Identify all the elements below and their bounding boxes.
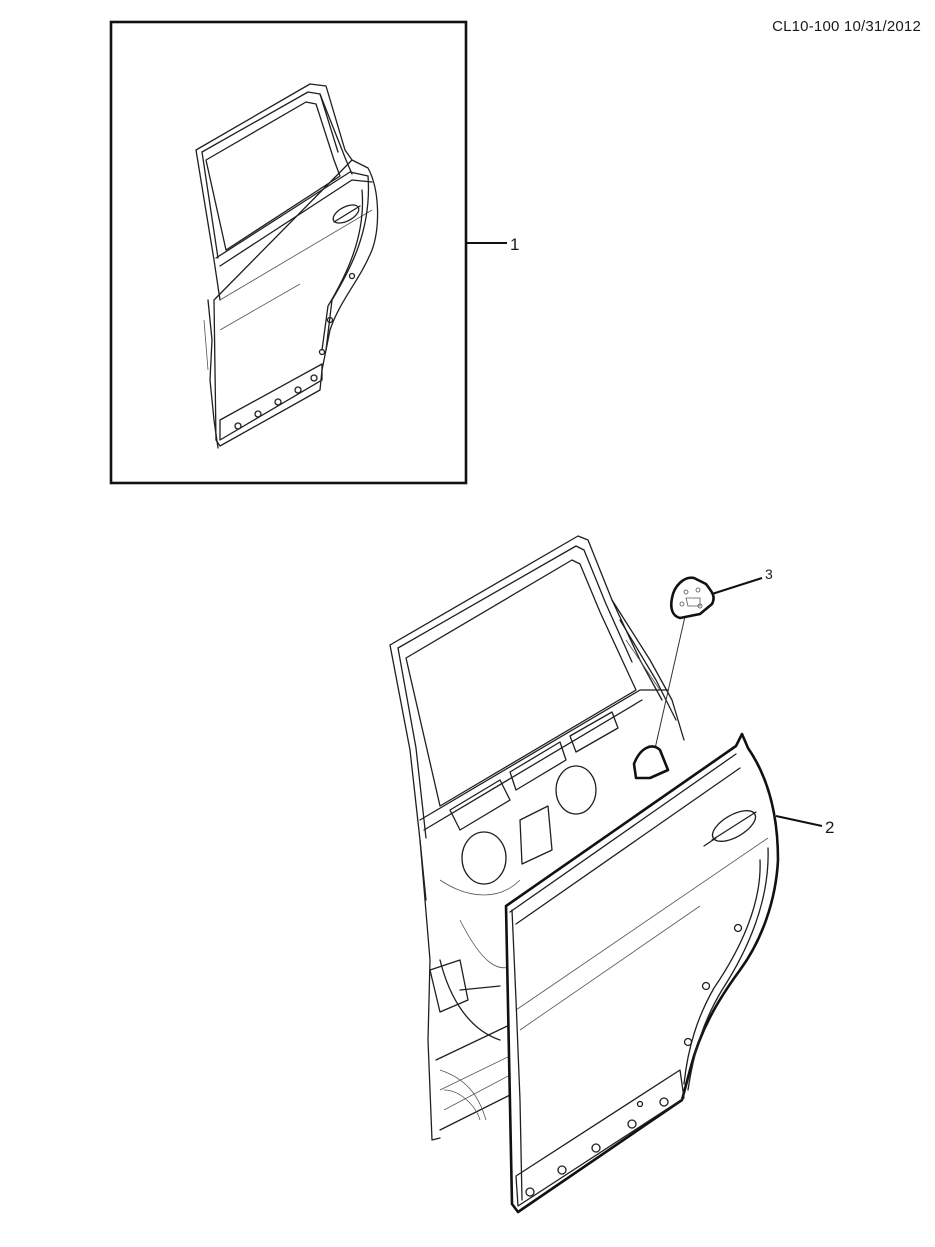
- reinforcement-plate-3: [669, 576, 763, 620]
- outer-door-panel-2: [504, 732, 823, 1214]
- inset-door-assembly: [109, 20, 507, 485]
- callout-1-label: 1: [510, 235, 520, 254]
- callout-2-label: 2: [825, 818, 835, 837]
- document-code: CL10-100 10/31/2012: [772, 18, 921, 35]
- callout-3-label: 3: [765, 566, 773, 582]
